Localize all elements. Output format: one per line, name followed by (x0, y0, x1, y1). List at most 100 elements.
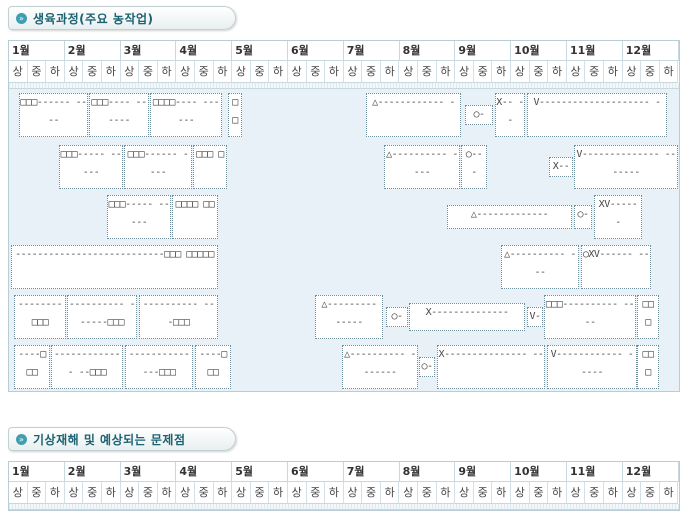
task-bar: X-- -- (495, 93, 525, 137)
task-bar: □□□---------- ---- (544, 295, 636, 339)
task-bar: V- (527, 307, 543, 327)
grade-cell: 중 (306, 61, 326, 83)
grade-cell: 하 (659, 482, 679, 504)
task-bar: ---------- ------□□□ (67, 295, 137, 339)
weather-calendar: 1월 2월 3월 4월 5월 6월 7월 8월 9월 10월 11월 12월 상… (8, 461, 680, 511)
month-6: 6월 (287, 41, 344, 61)
task-bar: ○- (465, 105, 493, 125)
grade-cell: 하 (659, 61, 679, 83)
grade-cell: 상 (176, 482, 195, 504)
month-8: 8월 (399, 462, 456, 482)
header-divider (9, 83, 679, 89)
task-bar: △---------- ---- (384, 145, 460, 189)
grade-cell: 하 (604, 482, 623, 504)
bullet-arrow-icon: » (16, 12, 27, 24)
grade-cell: 상 (622, 482, 642, 504)
grade-cell: 중 (27, 482, 47, 504)
month-2: 2월 (64, 462, 121, 482)
grade-cell: 하 (492, 61, 512, 83)
grade-cell: 하 (213, 482, 233, 504)
month-1: 1월 (9, 41, 65, 61)
grade-cell: 상 (287, 482, 307, 504)
grade-cell: 상 (232, 482, 251, 504)
grade-cell: 하 (380, 482, 400, 504)
grade-cell: 중 (473, 61, 493, 83)
growth-section-tab: » 생육과정(주요 농작업) (8, 6, 236, 30)
grade-cell: 하 (213, 61, 233, 83)
grade-cell: 하 (492, 482, 512, 504)
grade-cell: 중 (306, 482, 326, 504)
grade-cell: 상 (64, 482, 84, 504)
header-divider (9, 504, 679, 510)
month-11: 11월 (566, 41, 623, 61)
task-bar: △--------- ----- (315, 295, 383, 339)
task-bar: XV----- - (594, 195, 642, 239)
grade-cell: 중 (418, 482, 437, 504)
task-bar: X-- (549, 157, 573, 177)
weather-section-title: 기상재해 및 예상되는 문제점 (33, 432, 186, 447)
grade-cell: 하 (436, 482, 456, 504)
task-bar: ○- (386, 307, 408, 327)
month-8: 8월 (399, 41, 456, 61)
grade-cell: 상 (120, 482, 140, 504)
month-11: 11월 (566, 462, 623, 482)
grade-cell: 중 (83, 61, 102, 83)
task-bar: □□□---- ------ (89, 93, 149, 137)
grade-cell: 상 (9, 482, 28, 504)
task-bar: ○-- - (461, 145, 487, 189)
grade-cell: 상 (9, 61, 28, 83)
grade-cell: 중 (641, 482, 660, 504)
grade-cell: 하 (380, 61, 400, 83)
task-bar: V------------ ----- (547, 345, 637, 389)
grade-cell: 중 (194, 61, 214, 83)
month-1: 1월 (9, 462, 65, 482)
grade-cell: 중 (641, 61, 660, 83)
grade-cell: 하 (46, 61, 65, 83)
grade-cell: 중 (362, 61, 381, 83)
grade-cell: 상 (287, 61, 307, 83)
grade-cell: 상 (399, 482, 419, 504)
month-4: 4월 (176, 462, 233, 482)
month-5: 5월 (232, 41, 288, 61)
grade-cell: 상 (566, 482, 586, 504)
grade-cell: 상 (511, 61, 530, 83)
grade-cell: 중 (250, 61, 270, 83)
grade-cell: 상 (455, 61, 474, 83)
task-bar: △------------- (447, 205, 572, 229)
month-7: 7월 (343, 462, 400, 482)
grade-cell: 중 (529, 61, 549, 83)
task-bar: ---------------------------□□□ □□□□□ (11, 245, 218, 289)
task-bar: X-------------- (409, 303, 525, 331)
month-6: 6월 (287, 462, 344, 482)
task-bar: □□□----- ----- (107, 195, 171, 239)
month-header-row: 1월 2월 3월 4월 5월 6월 7월 8월 9월 10월 11월 12월 (9, 41, 679, 61)
grade-cell: 중 (473, 482, 493, 504)
task-bar: ---------- ---□□□ (139, 295, 218, 339)
task-bar: ----------- ---□□□ (125, 345, 193, 389)
grade-cell: 하 (325, 61, 344, 83)
task-bar: □□□----- ----- (59, 145, 123, 189)
task-bar: ○XV------ -- (581, 245, 651, 289)
growth-calendar: 1월 2월 3월 4월 5월 6월 7월 8월 9월 10월 11월 12월 상… (8, 40, 680, 392)
grade-cell: 상 (455, 482, 474, 504)
task-bar: □□□------ ---- (124, 145, 192, 189)
grade-cell: 하 (157, 482, 177, 504)
task-bar: △------------ - (366, 93, 461, 137)
grade-cell: 하 (604, 61, 623, 83)
task-bar: □□□□ □□ (172, 195, 218, 239)
grade-cell: 하 (436, 61, 456, 83)
grade-cell: 상 (622, 61, 642, 83)
month-10: 10월 (511, 41, 567, 61)
grade-cell: 상 (511, 482, 530, 504)
grade-cell: 중 (585, 482, 604, 504)
grade-cell: 중 (529, 482, 549, 504)
month-3: 3월 (120, 462, 177, 482)
grade-cell: 하 (269, 482, 288, 504)
month-7: 7월 (343, 41, 400, 61)
grade-cell: 중 (250, 482, 270, 504)
grade-cell: 하 (548, 61, 567, 83)
month-10: 10월 (511, 462, 567, 482)
grade-cell: 하 (157, 61, 177, 83)
grade-cell: 하 (101, 482, 121, 504)
